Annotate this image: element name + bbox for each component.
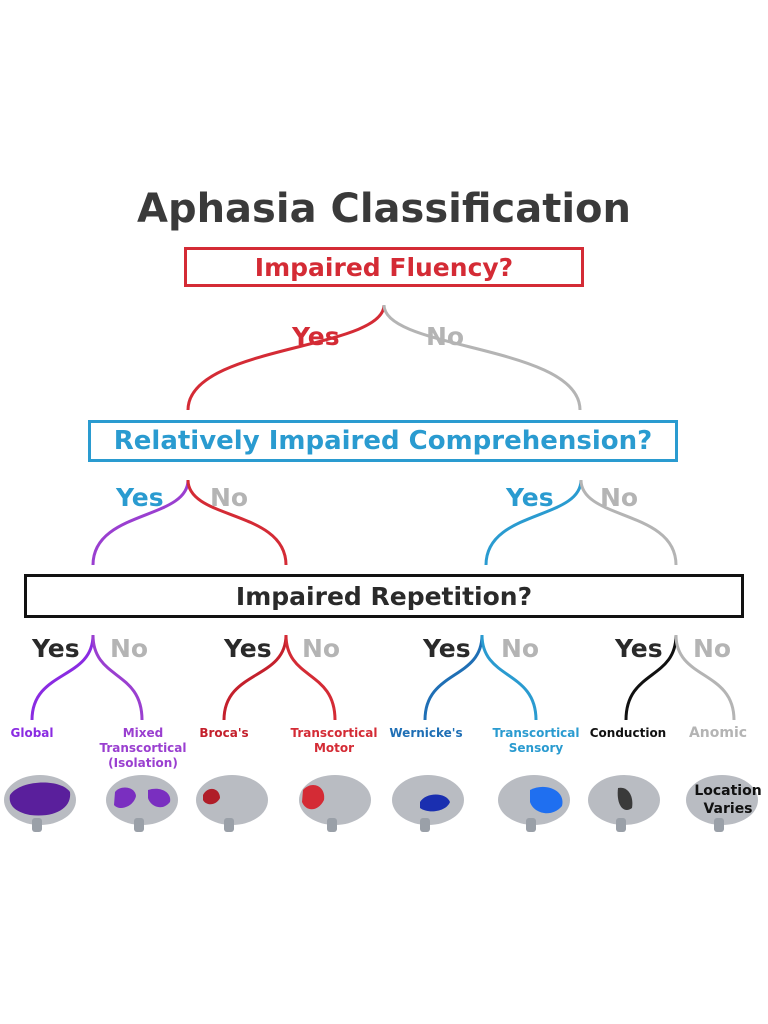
brain-wernickes-illustration bbox=[392, 775, 464, 832]
brain-brocas-illustration bbox=[196, 775, 268, 832]
rep-1-yes-branch bbox=[30, 634, 95, 721]
comp-right-yes-branch bbox=[484, 479, 583, 566]
rep-3-no-branch bbox=[480, 634, 538, 721]
fluency-no-label: No bbox=[426, 322, 465, 351]
rep-1-no-label: No bbox=[110, 634, 149, 663]
comp-right-no-branch bbox=[579, 479, 678, 566]
outcome-transcortical-sensory-label: Transcortical Sensory bbox=[492, 726, 580, 755]
repetition-question-box: Impaired Repetition? bbox=[24, 574, 744, 618]
rep-4-yes-branch bbox=[624, 634, 678, 721]
brain-mixed-transcortical-illustration bbox=[106, 775, 178, 832]
outcome-wernickes-label: Wernicke's bbox=[389, 726, 463, 740]
comp-left-no-label: No bbox=[210, 483, 249, 512]
outcome-conduction-label: Conduction bbox=[589, 726, 667, 740]
brain-transcortical-motor-illustration bbox=[299, 775, 371, 832]
fluency-yes-branch bbox=[186, 304, 386, 411]
anomic-location-varies-label: Location Varies bbox=[694, 783, 762, 817]
outcome-anomic-label: Anomic bbox=[688, 725, 748, 741]
fluency-question-box: Impaired Fluency? bbox=[184, 247, 584, 287]
rep-3-yes-label: Yes bbox=[423, 634, 471, 663]
rep-4-no-label: No bbox=[693, 634, 732, 663]
rep-3-no-label: No bbox=[501, 634, 540, 663]
outcome-transcortical-motor-label: Transcortical Motor bbox=[290, 726, 378, 755]
fluency-yes-label: Yes bbox=[292, 322, 340, 351]
rep-4-no-branch bbox=[674, 634, 736, 721]
comp-left-no-branch bbox=[186, 479, 288, 566]
rep-1-no-branch bbox=[91, 634, 144, 721]
diagram-title: Aphasia Classification bbox=[136, 186, 632, 232]
comp-left-yes-label: Yes bbox=[116, 483, 164, 512]
brain-anomic-illustration bbox=[686, 775, 758, 832]
outcome-brocas-label: Broca's bbox=[199, 726, 249, 740]
rep-1-yes-label: Yes bbox=[32, 634, 80, 663]
rep-2-no-label: No bbox=[302, 634, 341, 663]
rep-3-yes-branch bbox=[423, 634, 484, 721]
comp-right-no-label: No bbox=[600, 483, 639, 512]
brain-global-illustration bbox=[4, 775, 76, 832]
rep-4-yes-label: Yes bbox=[615, 634, 663, 663]
comp-right-yes-label: Yes bbox=[506, 483, 554, 512]
rep-2-no-branch bbox=[284, 634, 337, 721]
brain-transcortical-sensory-illustration bbox=[498, 775, 570, 832]
rep-2-yes-branch bbox=[222, 634, 288, 721]
comp-left-yes-branch bbox=[91, 479, 190, 566]
outcome-mixed-transcortical-label: Mixed Transcortical (Isolation) bbox=[99, 726, 187, 770]
comprehension-question-box: Relatively Impaired Comprehension? bbox=[88, 420, 678, 462]
rep-2-yes-label: Yes bbox=[224, 634, 272, 663]
outcome-global-label: Global bbox=[10, 726, 54, 740]
brain-conduction-illustration bbox=[588, 775, 660, 832]
fluency-no-branch bbox=[382, 304, 582, 411]
